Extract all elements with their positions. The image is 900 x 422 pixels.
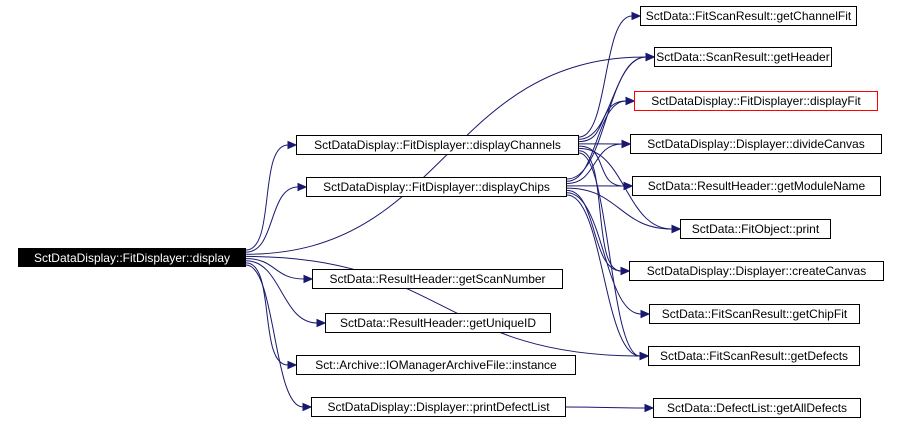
arrowhead-displayChannels [287,140,298,150]
arrowhead-getChannelFit [631,11,642,21]
node-get-all-defects[interactable]: SctData::DefectList::getAllDefects [653,398,861,418]
arrowhead-getAllDefects [644,403,655,413]
node-print-defect-list[interactable]: SctDataDisplay::Displayer::printDefectLi… [311,397,566,417]
node-divide-canvas[interactable]: SctDataDisplay::Displayer::divideCanvas [630,134,882,154]
arrowhead-getChipFit [640,309,651,319]
node-get-scan-number[interactable]: SctData::ResultHeader::getScanNumber [312,269,563,289]
arrowhead-getDefects [639,351,650,361]
node-fit-object-print[interactable]: SctData::FitObject::print [680,219,831,239]
edge-displayChannels-to-displayFit [578,100,627,143]
edge-displayChips-to-getDefects [566,194,641,357]
edge-displayChannels-to-getModuleName [578,145,625,187]
edge-display-to-displayChips [245,186,299,253]
arrowhead-getScanNumber [303,274,314,284]
arrowhead-getModuleName [623,181,634,191]
edge-display-to-getHeader [245,56,647,255]
arrowhead-createCanvas [620,266,631,276]
edge-displayChips-to-divideCanvas [566,143,623,185]
edge-displayChannels-to-createCanvas [578,150,622,272]
edge-displayChips-to-getChipFit [566,192,642,315]
edge-display-to-displayChannels [245,144,289,251]
node-display-chips[interactable]: SctDataDisplay::FitDisplayer::displayChi… [306,177,567,197]
edge-displayChips-to-getHeader [566,56,647,180]
edge-display-to-getDefects [245,255,641,357]
node-get-module-name[interactable]: SctData::ResultHeader::getModuleName [632,176,881,196]
node-get-header[interactable]: SctData::ScanResult::getHeader [654,47,832,67]
arrowhead-divideCanvas [621,139,632,149]
edge-displayChannels-to-getDefects [578,152,641,357]
edge-displayChannels-to-getChannelFit [578,15,633,138]
edge-display-to-instance [245,262,289,366]
node-display-fit[interactable]: SctDataDisplay::FitDisplayer::displayFit [634,91,878,111]
arrowhead-instance [287,360,298,370]
edge-display-to-getScanNumber [245,258,305,280]
node-display-channels[interactable]: SctDataDisplay::FitDisplayer::displayCha… [296,135,579,155]
arrowhead-getUniqueID [316,318,327,328]
edge-displayChips-to-print [566,187,673,230]
arrowhead-displayFit [625,96,636,106]
arrowhead-print [671,224,682,234]
edge-displayChips-to-displayFit [566,100,627,182]
node-create-canvas[interactable]: SctDataDisplay::Displayer::createCanvas [629,261,884,281]
edge-display-to-getUniqueID [245,260,318,324]
node-get-unique-id[interactable]: SctData::ResultHeader::getUniqueID [325,313,551,333]
edge-displayChips-to-createCanvas [566,189,622,272]
node-get-defects[interactable]: SctData::FitScanResult::getDefects [648,346,860,366]
edge-printDefectList-to-getAllDefects [565,406,646,409]
node-io-manager-instance[interactable]: Sct::Archive::IOManagerArchiveFile::inst… [296,355,576,375]
node-display[interactable]: SctDataDisplay::FitDisplayer::display [18,248,246,267]
node-get-channel-fit[interactable]: SctData::FitScanResult::getChannelFit [640,6,857,26]
arrowhead-printDefectList [302,402,313,412]
arrowhead-displayChips [297,182,308,192]
arrowhead-getHeader [645,52,656,62]
edge-display-to-printDefectList [245,264,304,408]
node-get-chip-fit[interactable]: SctData::FitScanResult::getChipFit [649,304,860,324]
